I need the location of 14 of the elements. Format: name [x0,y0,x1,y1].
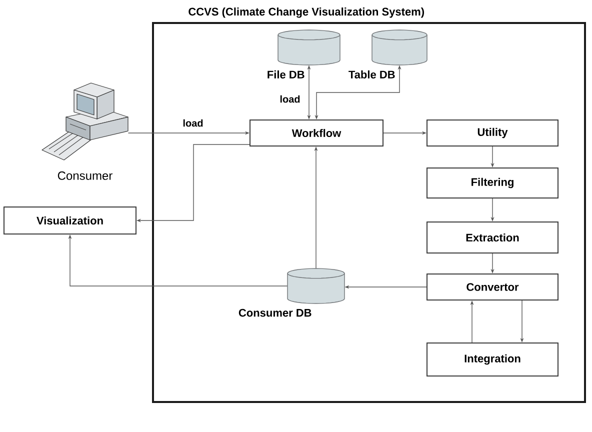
database-label: File DB [268,70,304,78]
process-box: Convertor [426,274,558,300]
process-box: Utility [426,120,558,146]
database-label: Table DB [348,70,395,78]
process-box: Workflow [250,120,384,146]
frame-heading: CCVS (Climate Change Visualization System) [188,8,424,18]
database-label: Consumer DB [238,308,312,317]
process-box: Integration [426,342,558,376]
process-box: Filtering [426,168,558,198]
computer-label: Consumer [58,171,112,180]
process-box: Extraction [426,222,558,254]
edge-label: load [182,118,204,128]
edge-label: load [278,94,302,104]
process-box: Visualization [4,206,136,234]
